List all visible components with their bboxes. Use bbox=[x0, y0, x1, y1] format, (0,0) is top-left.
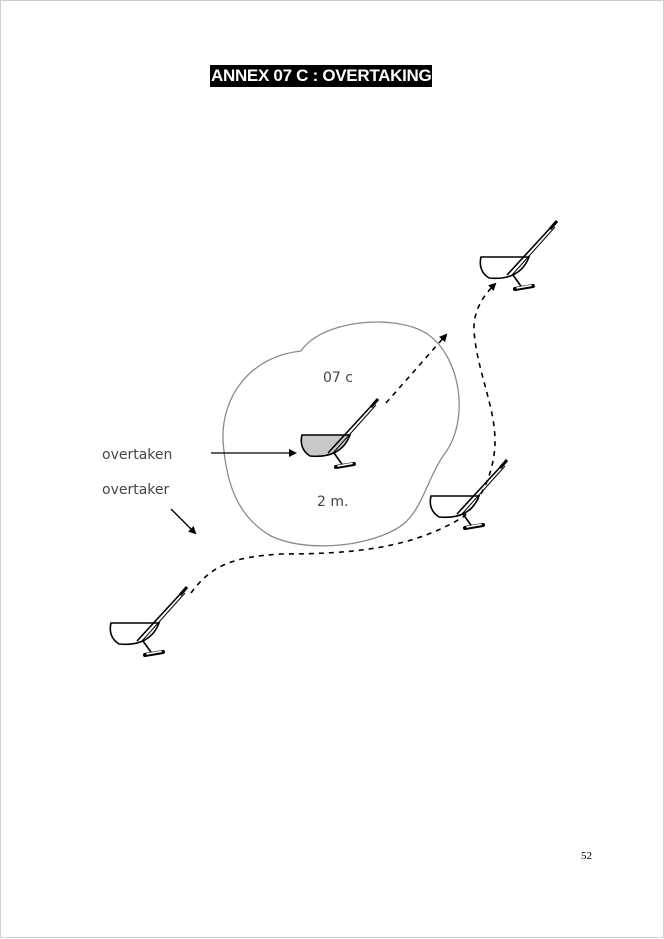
overtaker-pointer-arrow bbox=[170, 508, 197, 535]
zone-label: 07 c bbox=[323, 370, 353, 386]
overtaken-course-arrow bbox=[385, 333, 448, 404]
zone-size-label: 2 m. bbox=[317, 494, 348, 510]
boat-overtaken bbox=[299, 397, 380, 469]
page-title: ANNEX 07 C : OVERTAKING bbox=[210, 65, 433, 87]
overtaken-label: overtaken bbox=[102, 447, 172, 463]
overtaker-label: overtaker bbox=[102, 482, 170, 498]
boat-overtaker-mid bbox=[428, 458, 509, 530]
page-number: 52 bbox=[581, 850, 592, 862]
boat-overtaker-finish bbox=[478, 219, 559, 291]
zone-outline bbox=[222, 321, 460, 547]
boat-overtaker-start bbox=[108, 585, 189, 657]
